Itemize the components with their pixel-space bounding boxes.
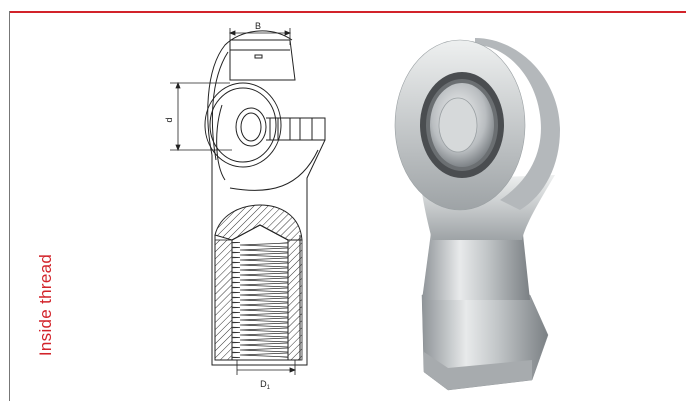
dimension-d-label: d bbox=[164, 117, 174, 122]
frame-left-border bbox=[9, 11, 10, 401]
dimension-d1-label: D1 bbox=[260, 379, 271, 391]
frame-top-border bbox=[9, 11, 686, 13]
dimension-b-label: B bbox=[255, 21, 261, 31]
